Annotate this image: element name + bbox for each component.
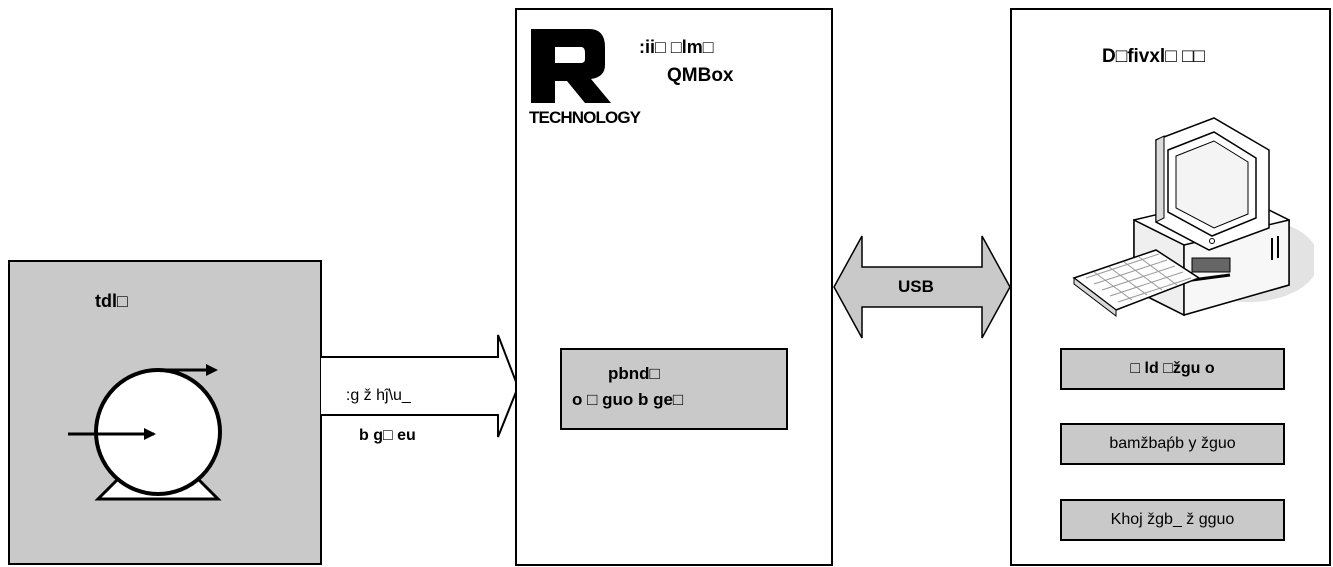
motor-title: tdl□ xyxy=(95,291,128,311)
usb-label: USB xyxy=(898,277,934,296)
r-technology-logo: TECHNOLOGY xyxy=(529,29,642,125)
pc-function-label-1: □ ld □žgu o xyxy=(1130,360,1215,377)
pc-title: D□fivxl□ □□ xyxy=(1102,46,1205,67)
logo-text: TECHNOLOGY xyxy=(529,108,642,125)
qmbox-function-line1: pbnd□ xyxy=(608,364,660,383)
pc-function-button-1: □ ld □žgu o xyxy=(1060,348,1285,390)
signal-label-line1: :g ž hĵ\u_ xyxy=(345,387,411,404)
qmbox-function-block: pbnd□ o □ guo b ge□ xyxy=(560,348,788,430)
signal-label: :g ž hĵ\u_ b g□ eu xyxy=(337,366,416,466)
qmbox-title-line2: QMBox xyxy=(667,65,734,86)
qmbox-function-line2: o □ guo b ge□ xyxy=(572,390,684,409)
qmbox-block: TECHNOLOGY :ii□ □lm□ QMBox pbnd□ o □ guo… xyxy=(515,8,833,566)
desktop-computer-icon xyxy=(1072,117,1314,318)
motor-block: tdl□ xyxy=(8,260,322,565)
qmbox-title-line1: :ii□ □lm□ xyxy=(639,37,714,57)
pc-function-button-2: bamžbaṕb y žguo xyxy=(1060,423,1285,465)
pc-function-label-3: Khoj žgb_ ž gguo xyxy=(1110,511,1235,528)
signal-arrow xyxy=(320,334,520,438)
pc-function-label-2: bamžbaṕb y žguo xyxy=(1109,435,1236,452)
pc-block: D□fivxl□ □□ xyxy=(1010,8,1331,566)
pump-motor-icon xyxy=(68,364,222,501)
pc-function-button-3: Khoj žgb_ ž gguo xyxy=(1060,499,1285,541)
signal-label-line2: b g□ eu xyxy=(359,427,416,444)
